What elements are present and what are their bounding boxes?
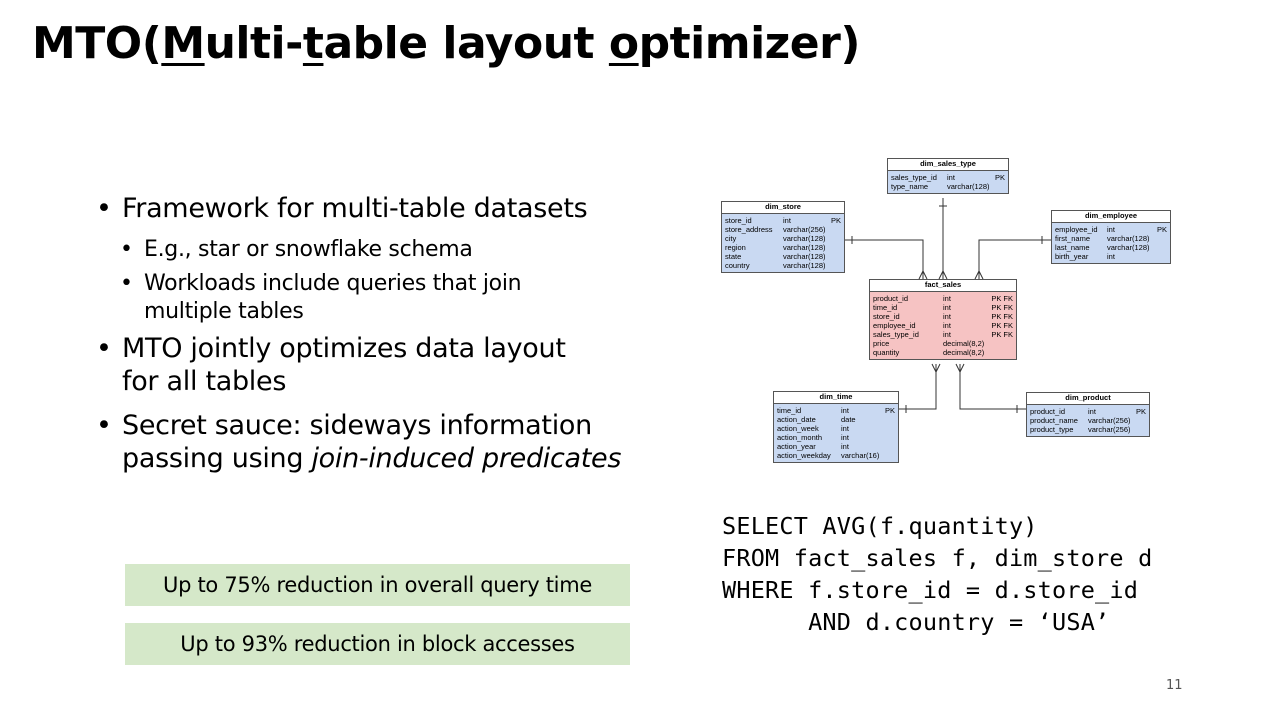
link-employee (978, 239, 1051, 279)
table-header: dim_sales_type (888, 159, 1008, 171)
bullet-framework: Framework for multi-table datasets (96, 192, 656, 225)
table-header: dim_store (722, 202, 844, 214)
sql-query: SELECT AVG(f.quantity) FROM fact_sales f,… (722, 510, 1152, 638)
sql-line: AND d.country = ‘USA’ (722, 608, 1110, 636)
result-box-block-accesses: Up to 93% reduction in block accesses (125, 623, 630, 665)
sub-bullet-list: E.g., star or snowflake schema Workloads… (96, 236, 656, 326)
table-header: dim_employee (1052, 211, 1170, 223)
link-product (959, 364, 1026, 410)
link-time (897, 364, 937, 410)
sql-line: WHERE f.store_id = d.store_id (722, 576, 1139, 604)
sub-bullet-workloads: Workloads include queries that join mult… (96, 270, 584, 326)
result-box-query-time: Up to 75% reduction in overall query tim… (125, 564, 630, 606)
secret-sauce-italic: join-induced predicates (311, 443, 622, 474)
page-number: 11 (1166, 678, 1183, 693)
slide-title: MTO(Multi-table layout optimizer) (32, 18, 860, 69)
sub-bullet-schema: E.g., star or snowflake schema (96, 236, 656, 264)
bullet-list: Framework for multi-table datasets E.g.,… (96, 192, 656, 486)
bullet-secret-sauce: Secret sauce: sideways information passi… (96, 409, 632, 475)
table-header: dim_product (1027, 393, 1149, 405)
table-header: dim_time (774, 392, 898, 404)
secret-sauce-text: Secret sauce: sideways information passi… (122, 410, 592, 474)
sql-line: SELECT AVG(f.quantity) (722, 512, 1038, 540)
table-header: fact_sales (870, 280, 1016, 292)
sql-line: FROM fact_sales f, dim_store d (722, 544, 1153, 572)
link-store (843, 239, 924, 279)
bullet-jointly-optimizes: MTO jointly optimizes data layout for al… (96, 332, 602, 398)
